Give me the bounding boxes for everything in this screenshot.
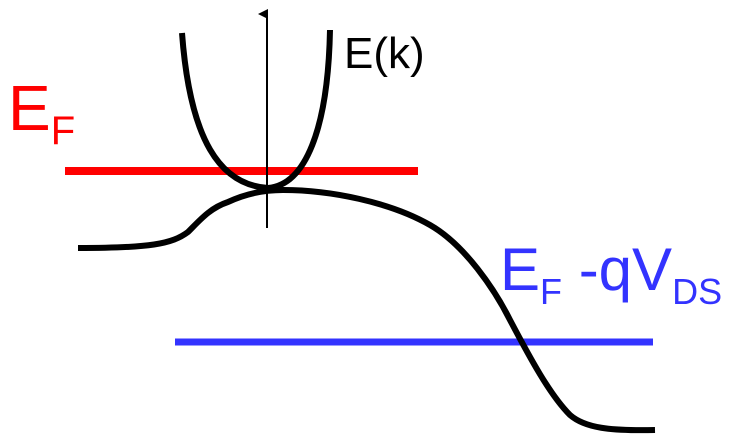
drain-fermi-label-voltage-sub: DS [672, 271, 723, 312]
dispersion-label: E(k) [344, 29, 425, 78]
drain-fermi-label: EF -qVDS [500, 240, 722, 310]
source-fermi-label-main: E [8, 72, 51, 144]
drain-fermi-label-main: E [500, 236, 541, 303]
drain-fermi-label-voltage: -qV [562, 236, 673, 303]
dispersion-parabola [179, 29, 333, 192]
drain-fermi-label-sub: F [540, 271, 563, 312]
source-fermi-label: EF [8, 76, 75, 151]
source-fermi-label-sub: F [50, 109, 76, 153]
band-profile-curve [77, 186, 656, 434]
